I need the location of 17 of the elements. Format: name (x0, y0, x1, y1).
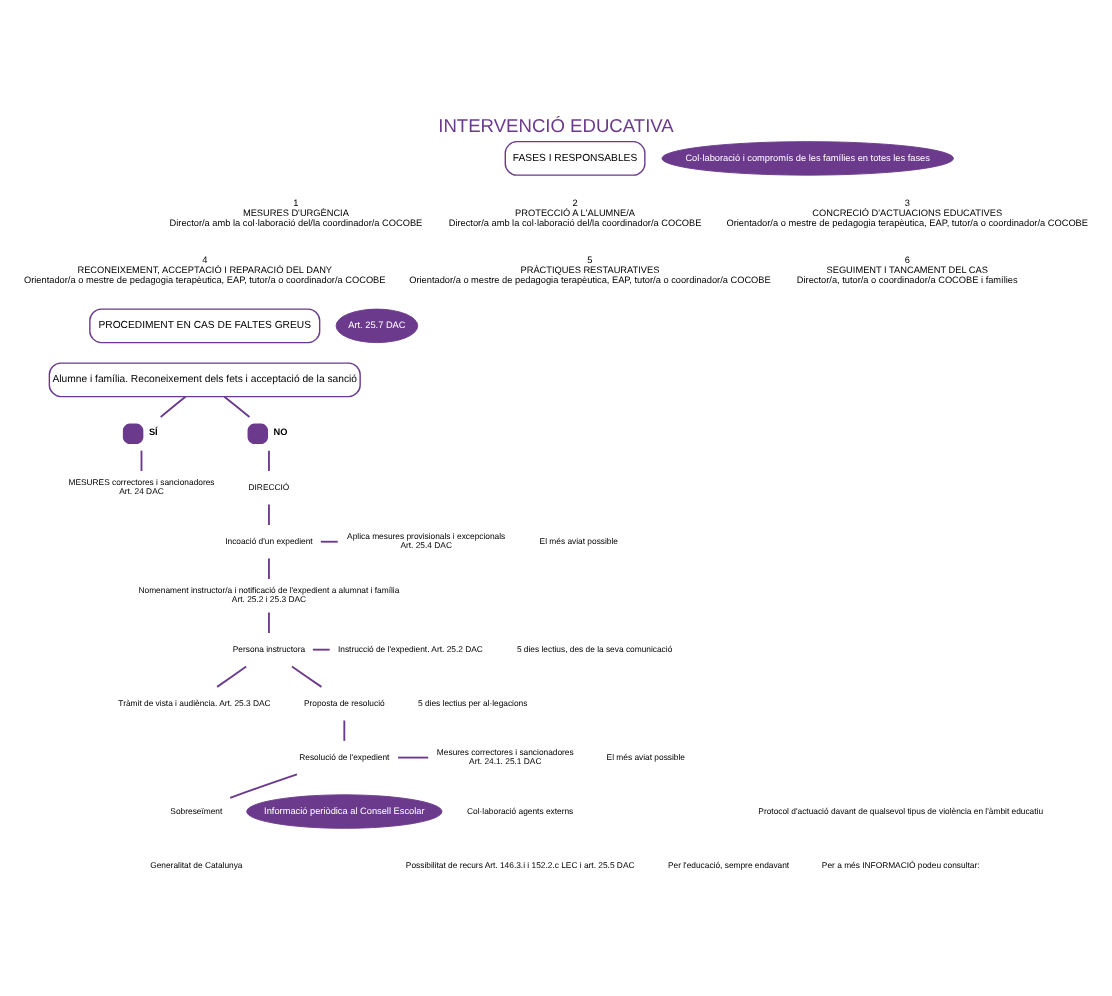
connector (291, 665, 323, 688)
connector (223, 395, 251, 418)
connector (268, 611, 270, 634)
connector (268, 557, 270, 580)
connector (397, 756, 430, 759)
connector (216, 665, 248, 688)
connector (268, 449, 270, 472)
connector (343, 719, 346, 742)
connector (159, 395, 187, 418)
connector (268, 503, 270, 526)
node-circle (122, 423, 144, 445)
node-circle (247, 423, 268, 445)
connector (319, 540, 339, 543)
connector (140, 449, 143, 472)
connector (229, 773, 298, 799)
connector (311, 648, 331, 651)
diagram-title: INTERVENCIÓ EDUCATIVA (438, 116, 674, 137)
